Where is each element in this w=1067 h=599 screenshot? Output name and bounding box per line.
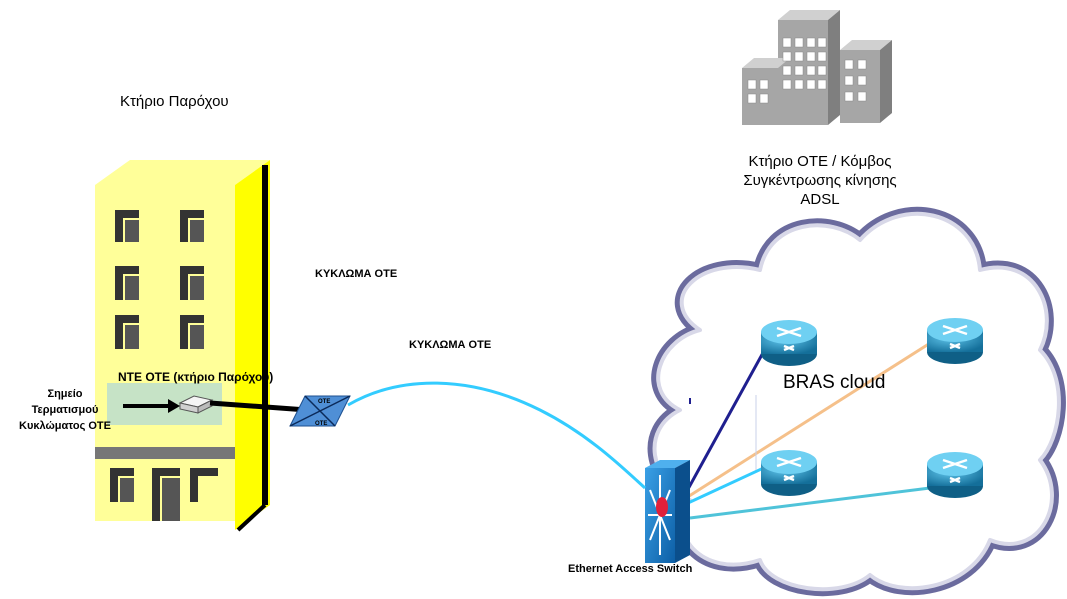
patch-label-top: OTE	[318, 399, 330, 405]
termination-label-line3: Κυκλώματος ΟΤΕ	[19, 420, 111, 432]
bras-cloud	[647, 206, 1066, 597]
patch-label-bottom: OTE	[315, 421, 327, 427]
termination-label-line1: Σημείο	[47, 388, 83, 400]
switch-core-dot	[656, 497, 668, 517]
router-bottom-left	[761, 450, 817, 496]
ote-building-title: Κτήριο ΟΤΕ / Κόμβος Συγκέντρωσης κίνησης…	[700, 152, 940, 209]
ethernet-switch	[645, 460, 690, 563]
cloud-dot	[689, 398, 691, 404]
circuit-label-1: ΚΥΚΛΩΜΑ ΟΤΕ	[315, 268, 398, 280]
ote-building-title-line1: Κτήριο ΟΤΕ / Κόμβος	[748, 153, 892, 170]
link-router-4	[689, 486, 931, 520]
ote-patch-box	[289, 395, 351, 427]
termination-arrow	[123, 399, 180, 413]
router-top-right	[927, 318, 983, 364]
bras-cloud-label: BRAS cloud	[783, 372, 886, 393]
ote-building-title-line3: ADSL	[800, 191, 840, 208]
ote-circuit-line	[347, 381, 647, 490]
provider-cable	[209, 400, 308, 413]
termination-label: Σημείο Τερματισμού Κυκλώματος ΟΤΕ	[10, 386, 120, 434]
circuit-label-2: ΚΥΚΛΩΜΑ ΟΤΕ	[409, 339, 492, 351]
termination-label-line2: Τερματισμού	[31, 404, 99, 416]
switch-router-links	[680, 338, 936, 520]
nte-label: NTE OTE (κτήριο Παρόχου)	[118, 370, 274, 384]
router-bottom-right	[927, 452, 983, 498]
ote-building-title-line2: Συγκέντρωσης κίνησης	[743, 172, 897, 189]
link-router-2	[685, 338, 936, 500]
link-router-1	[680, 339, 772, 501]
nte-device	[178, 395, 214, 414]
link-router-3	[687, 463, 771, 505]
router-top-left	[761, 320, 817, 366]
provider-building-title: Κτήριο Παρόχου	[120, 93, 229, 110]
provider-building	[95, 160, 270, 532]
ote-building	[742, 10, 892, 125]
switch-label: Ethernet Access Switch	[568, 563, 693, 575]
